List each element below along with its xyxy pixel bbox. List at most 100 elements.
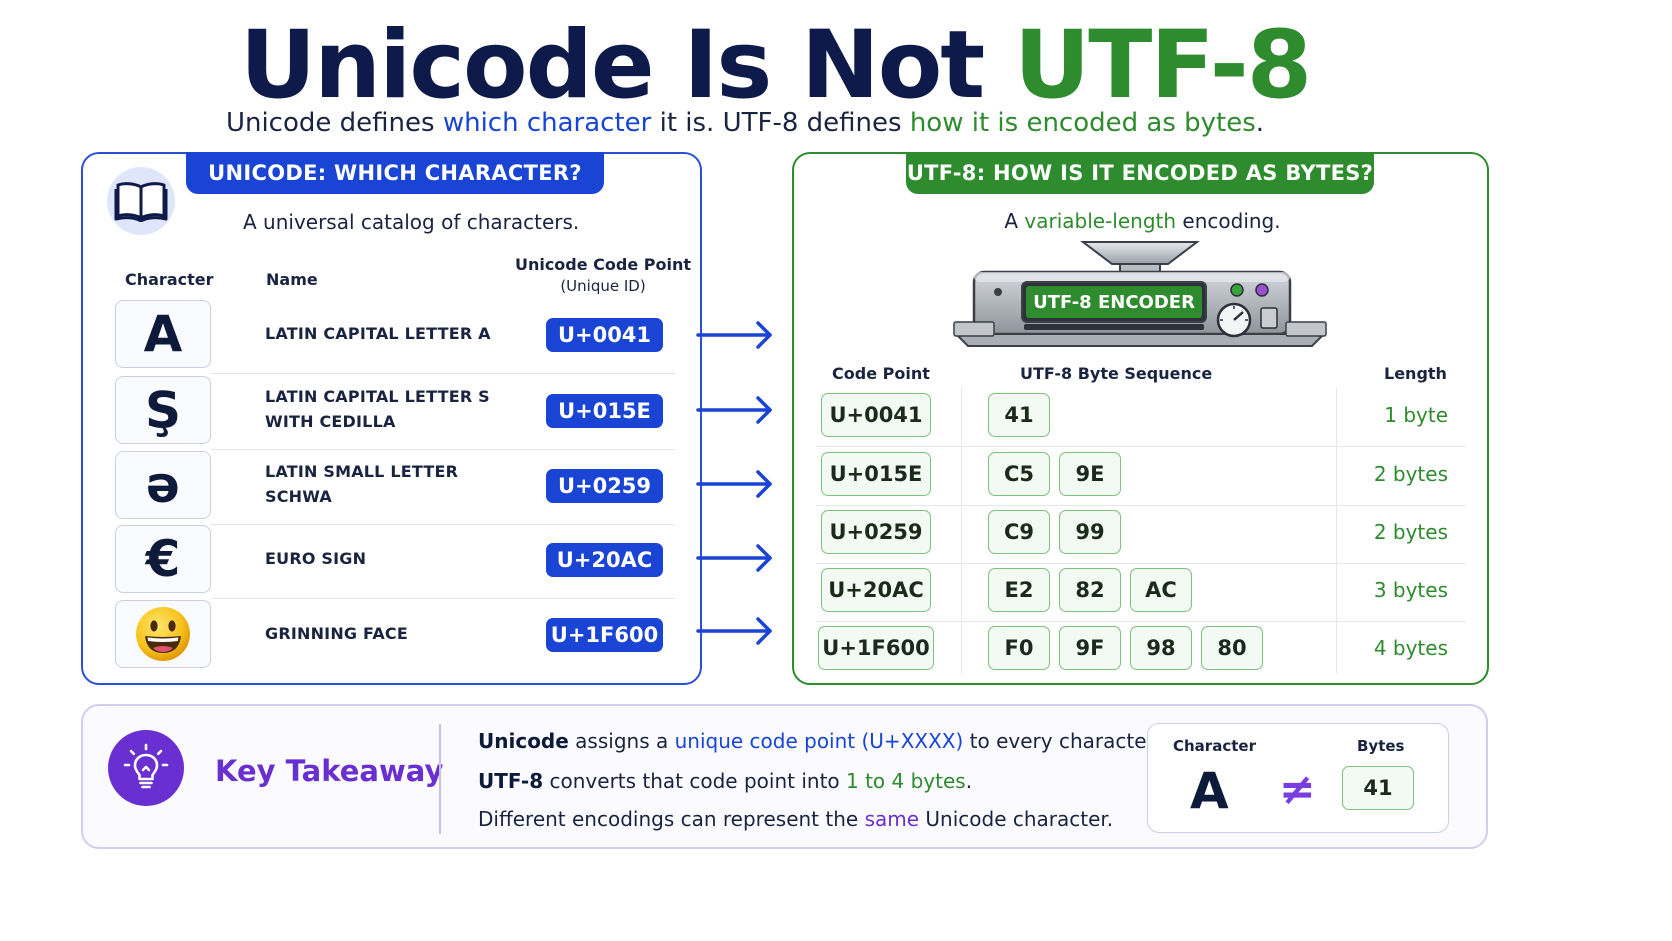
character-name-line: LATIN SMALL LETTER [265, 462, 459, 482]
character-vs-bytes-card: Character Bytes A ≠ 41 [1147, 723, 1449, 833]
subtitle-part: . [1255, 108, 1265, 138]
arrow-right-icon [696, 470, 772, 498]
subtitle-highlight-green: how it is encoded as bytes [909, 108, 1256, 138]
byte-length: 4 bytes [1373, 636, 1448, 660]
column-header-code-point: Code Point [832, 364, 930, 383]
byte-box: 82 [1059, 568, 1121, 612]
subtitle-highlight-blue: which character [442, 108, 652, 138]
unicode-row: GRINNING FACE U+1F600 [113, 600, 675, 670]
byte-box: 80 [1201, 626, 1263, 670]
grinning-face-icon [115, 600, 211, 668]
code-point-badge: U+015E [546, 394, 663, 428]
byte-box: C5 [988, 452, 1050, 496]
utf8-description-highlight: variable-length [1024, 209, 1177, 233]
column-divider [1336, 562, 1337, 622]
byte-box: 98 [1130, 626, 1192, 670]
code-point-badge: U+1F600 [546, 618, 663, 652]
character-glyph: € [115, 525, 211, 593]
utf8-row: U+0259 C9 99 2 bytes [816, 504, 1466, 564]
takeaway-line-2: UTF-8 converts that code point into 1 to… [478, 769, 972, 793]
column-divider [961, 446, 962, 506]
not-equal-icon: ≠ [1279, 764, 1316, 815]
byte-box: C9 [988, 510, 1050, 554]
takeaway-text: to every character. [963, 729, 1160, 753]
column-divider [1336, 504, 1337, 564]
unicode-panel-tab: UNICODE: WHICH CHARACTER? [186, 152, 604, 194]
code-point-box: U+1F600 [818, 626, 934, 670]
compare-character: A [1190, 762, 1229, 820]
character-name-line: GRINNING FACE [265, 623, 408, 643]
column-divider [961, 562, 962, 622]
compare-character-label: Character [1173, 737, 1256, 755]
code-point-badge: U+0259 [546, 469, 663, 503]
column-divider [961, 387, 962, 447]
subtitle-part: it is. UTF-8 defines [651, 108, 910, 138]
takeaway-highlight: 1 to 4 bytes [846, 769, 966, 793]
character-name-line: LATIN CAPITAL LETTER S [265, 387, 490, 407]
unicode-panel: UNICODE: WHICH CHARACTER? A universal ca… [81, 152, 702, 685]
character-name: GRINNING FACE [265, 600, 525, 668]
byte-box: F0 [988, 626, 1050, 670]
takeaway-text: assigns a [568, 729, 675, 753]
utf8-description: A variable-length encoding. [794, 209, 1491, 233]
row-divider [816, 446, 1466, 447]
utf8-row: U+20AC E2 82 AC 3 bytes [816, 562, 1466, 622]
unicode-row: € EURO SIGN U+20AC [113, 525, 675, 599]
column-header-code-point-sub: (Unique ID) [560, 277, 646, 295]
code-point-badge: U+20AC [546, 543, 663, 577]
row-divider [211, 598, 675, 599]
takeaway-term: UTF-8 [478, 769, 544, 793]
code-point-box: U+0041 [821, 393, 931, 437]
takeaway-text: Unicode character. [919, 807, 1114, 831]
takeaway-text: . [965, 769, 973, 793]
page-title: Unicode Is Not UTF-8 [0, 14, 1550, 117]
byte-box: AC [1130, 568, 1192, 612]
takeaway-text: Different encodings can represent the [478, 807, 865, 831]
code-point-badge: U+0041 [546, 318, 663, 352]
byte-box: 9E [1059, 452, 1121, 496]
column-divider [1336, 620, 1337, 674]
key-takeaway-label: Key Takeaway [215, 754, 444, 788]
utf8-panel: UTF-8: HOW IS IT ENCODED AS BYTES? A var… [792, 152, 1489, 685]
code-point-box: U+20AC [821, 568, 931, 612]
column-header-byte-sequence: UTF-8 Byte Sequence [1020, 364, 1213, 383]
utf8-description-part: A [1004, 209, 1025, 233]
arrow-right-icon [696, 617, 772, 645]
character-name-line: WITH CEDILLA [265, 412, 396, 431]
takeaway-divider [439, 724, 441, 834]
column-header-length: Length [1384, 364, 1447, 383]
column-divider [961, 620, 962, 674]
character-glyph: ə [115, 451, 211, 519]
subtitle-part: Unicode defines [225, 108, 443, 138]
column-header-name: Name [266, 270, 318, 289]
byte-box: 9F [1059, 626, 1121, 670]
character-name: EURO SIGN [265, 525, 525, 593]
lightbulb-icon [108, 730, 184, 806]
character-glyph: A [115, 300, 211, 368]
row-divider [816, 563, 1466, 564]
row-divider [816, 621, 1466, 622]
column-divider [1336, 387, 1337, 447]
unicode-row: A LATIN CAPITAL LETTER A U+0041 [113, 300, 675, 374]
takeaway-line-1: Unicode assigns a unique code point (U+X… [478, 729, 1159, 753]
arrow-right-icon [696, 321, 772, 349]
column-header-code-point: Unicode Code Point(Unique ID) [513, 255, 693, 295]
utf8-description-part: encoding. [1176, 209, 1281, 233]
byte-length: 1 byte [1384, 403, 1448, 427]
mapping-arrows [696, 321, 772, 645]
row-divider [211, 449, 675, 450]
title-unicode: Unicode Is Not [239, 11, 1014, 120]
byte-box: E2 [988, 568, 1050, 612]
column-divider [961, 504, 962, 564]
character-name-line: LATIN CAPITAL LETTER A [265, 323, 491, 343]
character-name: LATIN CAPITAL LETTER S WITH CEDILLA [265, 376, 525, 444]
utf8-row: U+1F600 F0 9F 98 80 4 bytes [816, 620, 1466, 674]
utf8-row: U+015E C5 9E 2 bytes [816, 446, 1466, 506]
page-subtitle: Unicode defines which character it is. U… [0, 108, 1490, 138]
book-icon [107, 167, 175, 235]
compare-byte-box: 41 [1342, 766, 1414, 810]
arrow-right-icon [696, 544, 772, 572]
utf8-row: U+0041 41 1 byte [816, 387, 1466, 447]
takeaway-line-3: Different encodings can represent the sa… [478, 807, 1113, 831]
